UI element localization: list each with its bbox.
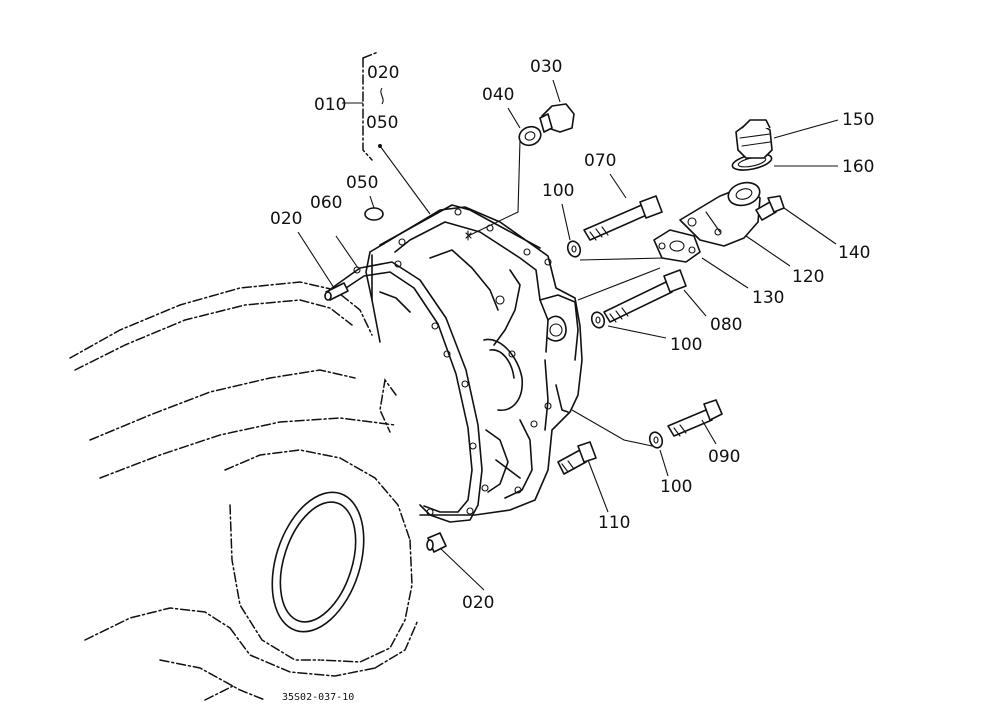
gasket-060	[331, 261, 483, 523]
dowel-pin-020-left	[324, 282, 349, 301]
callout-050-top: 050	[366, 113, 398, 133]
washer-100-c	[648, 431, 664, 449]
plug-030	[539, 103, 575, 133]
washer-040	[518, 125, 542, 147]
filler-cap-150	[735, 119, 773, 159]
bolt-090	[667, 399, 723, 437]
callout-010: 010	[314, 95, 346, 115]
callout-100-c: 100	[660, 477, 692, 497]
callout-120: 120	[792, 267, 824, 287]
callout-100-a: 100	[542, 181, 574, 201]
callout-110: 110	[598, 513, 630, 533]
bolt-070	[583, 195, 663, 241]
callout-070: 070	[584, 151, 616, 171]
bolt-080	[603, 269, 687, 323]
engine-block-outline	[69, 281, 419, 701]
flywheel-opening	[271, 491, 365, 633]
callout-040: 040	[482, 85, 514, 105]
callout-090: 090	[708, 447, 740, 467]
callout-050: 050	[346, 173, 378, 193]
callout-140: 140	[838, 243, 870, 263]
leader-lines	[297, 51, 839, 591]
washer-100-b	[590, 311, 606, 329]
callout-020-left: 020	[270, 209, 302, 229]
callout-160: 160	[842, 157, 874, 177]
dowel-pin-020-bottom	[426, 532, 447, 553]
washer-100-a	[566, 240, 582, 258]
bolt-110	[557, 441, 597, 475]
drawing-number: 35S02-037-10	[282, 692, 354, 703]
callout-150: 150	[842, 110, 874, 130]
callout-030: 030	[530, 57, 562, 77]
callout-020-bottom: 020	[462, 593, 494, 613]
callout-060: 060	[310, 193, 342, 213]
flywheel-housing-010	[365, 204, 583, 516]
callout-100-b: 100	[670, 335, 702, 355]
callout-130: 130	[752, 288, 784, 308]
callout-080: 080	[710, 315, 742, 335]
callout-020-top: 020	[367, 63, 399, 83]
gasket-130	[653, 229, 701, 263]
plug-050	[364, 207, 384, 221]
